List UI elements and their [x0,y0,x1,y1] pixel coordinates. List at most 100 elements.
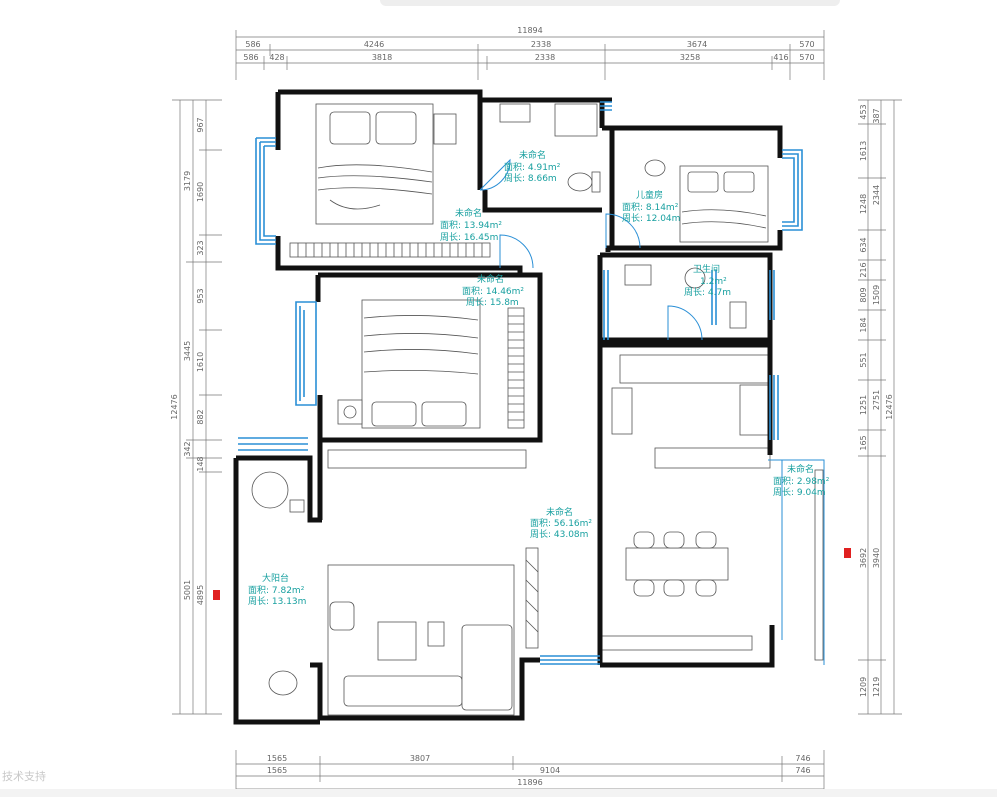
svg-text:面积: 7.82m²: 面积: 7.82m² [248,584,305,596]
dim-right-r1-0: 453 [859,104,868,119]
room-label-top-bath: 未命名 面积: 4.91m² 周长: 8.66m [504,149,561,184]
dim-right-total: 12476 [885,394,894,419]
svg-text:周长: 9.04m: 周长: 9.04m [773,486,826,498]
dim-left-r1-0: 3179 [183,171,192,191]
dim-top-total: 11894 [517,26,542,35]
room-label-right-balcony: 未命名 面积: 2.98m² 周长: 9.04m [773,463,830,498]
dim-right-r1-10: 3692 [859,548,868,568]
svg-text:未命名: 未命名 [546,506,573,518]
kitchen-sink-icon [739,384,771,436]
dim-right-r2-2: 1509 [872,285,881,305]
room-labels: 未命名 面积: 13.94m² 周长: 16.45m 未命名 面积: 4.91m… [248,149,830,607]
mid-toilet-icon [684,267,706,289]
dining-table-icon [625,547,729,581]
dim-left-r2-3: 953 [196,288,205,303]
kitchen-balcony-door-icon [768,459,825,665]
dim-right-r1-7: 551 [859,352,868,367]
dim-top-r2-2: 3818 [372,53,392,62]
coffee-table-icon [377,621,417,661]
dim-right-r2-1: 2344 [872,185,881,205]
dim-top-r1-4: 570 [799,40,814,49]
dim-left-r2-4: 1610 [196,352,205,372]
svg-text:未命名: 未命名 [455,207,482,219]
svg-text:大阳台: 大阳台 [262,572,289,584]
dim-left-r2-7: 4895 [196,585,205,605]
svg-text:周长: 15.8m: 周长: 15.8m [466,296,519,308]
svg-text:周长: 13.13m: 周长: 13.13m [248,595,306,607]
svg-text:面积: 8.14m²: 面积: 8.14m² [622,201,679,213]
bottom-strip [0,789,997,797]
dim-left-r1-2: 342 [183,441,192,456]
master-door-icon [499,234,534,269]
dim-right-r1-3: 634 [859,237,868,252]
sofa-icon [343,675,463,707]
tv-wall-icon [525,547,539,649]
dim-top-r1-2: 2338 [531,40,551,49]
watermark: 技术支持 [2,770,46,783]
dim-left-r2-1: 1690 [196,182,205,202]
balcony-chair-icon [268,670,298,696]
dims-left: 12476 3179 3445 342 5001 967 1690 323 95… [170,117,205,605]
svg-text:周长: 4.7m: 周长: 4.7m [684,286,731,298]
wardrobe-icon [433,113,457,145]
dim-bottom-total: 11896 [517,778,542,787]
shoe-cabinet-icon [327,449,527,469]
svg-text:未命名: 未命名 [519,149,546,161]
dim-top-r2-6: 570 [799,53,814,62]
windows [238,101,803,665]
dim-left-r2-6: 148 [196,456,205,471]
dim-left-r2-5: 882 [196,409,205,424]
dim-top-r1-1: 4246 [364,40,384,49]
dim-bottom-r2-1: 9104 [540,766,560,775]
dim-bottom-r1-2: 746 [795,754,810,763]
svg-text:未命名: 未命名 [787,463,814,475]
kitchen-island-icon [654,447,771,469]
balcony-plant-icon [251,471,289,509]
dim-right-r1-5: 809 [859,287,868,302]
svg-text:周长: 43.08m: 周长: 43.08m [530,528,588,540]
dim-right-r2-0: 387 [872,108,881,123]
room-label-mid-bath: 卫生间 1.2m² 周长: 4.7m [684,263,731,298]
room-label-second-bedroom: 未命名 面积: 14.46m² 周长: 15.8m [462,273,524,308]
furniture [251,103,771,716]
fridge-icon [611,387,633,435]
dim-top-r2-4: 3258 [680,53,700,62]
dim-right-r1-4: 216 [859,262,868,277]
walls [233,89,783,725]
doors [479,158,825,665]
dim-left-r1-1: 3445 [183,341,192,361]
svg-text:面积: 56.16m²: 面积: 56.16m² [530,517,592,529]
left-entrance-icon [213,590,220,600]
dim-top-r1-3: 3674 [687,40,707,49]
entrance-markers [213,548,851,600]
room-label-big-balcony: 大阳台 面积: 7.82m² 周长: 13.13m [248,572,306,607]
armchair-icon [329,601,355,631]
washer-icon [729,301,747,329]
dim-top-r1-0: 586 [245,40,260,49]
dim-bottom-r1-1: 3807 [410,754,430,763]
side-table-icon [427,621,445,647]
room-label-kids: 儿童房 面积: 8.14m² 周长: 12.04m [622,189,680,224]
dim-top-r2-0: 586 [243,53,258,62]
svg-text:未命名: 未命名 [477,273,504,285]
svg-text:周长: 16.45m: 周长: 16.45m [440,231,498,243]
dim-left-total: 12476 [170,394,179,419]
dim-left-r2-0: 967 [196,117,205,132]
toilet-icon [567,172,593,192]
room-label-master: 未命名 面积: 13.94m² 周长: 16.45m [440,207,502,243]
shower-tray-icon [554,103,598,137]
dims-top: 11894 586 4246 2338 3674 570 586 428 381… [243,26,814,62]
chaise-icon [461,624,513,711]
dim-bottom-r2-2: 746 [795,766,810,775]
wardrobe-strip-icon [289,242,491,258]
svg-text:面积: 2.98m²: 面积: 2.98m² [773,475,830,487]
svg-text:面积: 14.46m²: 面积: 14.46m² [462,285,524,297]
dim-bottom-r1-0: 1565 [267,754,287,763]
room-label-living: 未命名 面积: 56.16m² 周长: 43.08m [530,506,592,540]
svg-text:卫生间: 卫生间 [693,263,720,275]
sideboard-icon [601,635,753,651]
mid-sink-icon [624,264,652,286]
dimension-lines [172,30,902,795]
